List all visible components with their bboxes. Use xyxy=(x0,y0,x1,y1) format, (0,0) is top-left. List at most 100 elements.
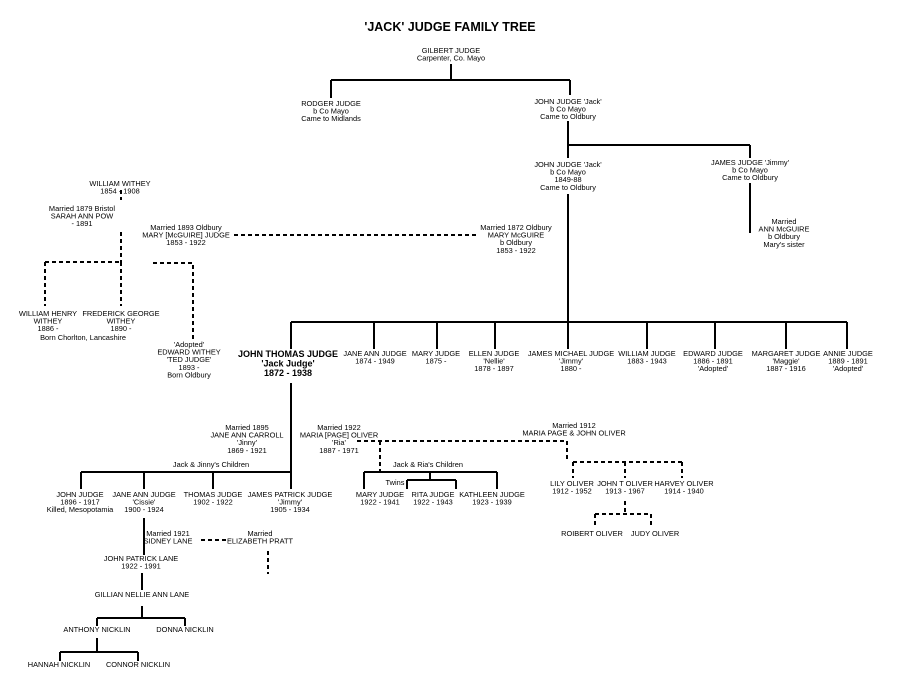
label-line: RODGER JUDGE xyxy=(301,99,361,108)
label-line: ANNIE JUDGE xyxy=(823,349,873,358)
label-line: JOHN THOMAS JUDGE xyxy=(238,349,338,359)
label-line: WILLIAM WITHEY xyxy=(89,179,150,188)
person-margaret: MARGARET JUDGE'Maggie'1887 - 1916 xyxy=(752,349,821,373)
label-line: 1893 - xyxy=(179,363,200,372)
label-line: Carpenter, Co. Mayo xyxy=(417,54,485,63)
label-line: 1887 - 1971 xyxy=(319,446,358,455)
label-line: EDWARD WITHEY xyxy=(157,348,220,357)
label-line: 1902 - 1922 xyxy=(193,498,232,507)
label-line: 1886 - xyxy=(38,324,59,333)
person-gillian: GILLIAN NELLIE ANN LANE xyxy=(95,590,190,599)
label-line: JAMES JUDGE 'Jimmy' xyxy=(711,158,790,167)
label-line: 'TED JUDGE' xyxy=(167,355,212,364)
label-line: 'Adopted' xyxy=(833,364,864,373)
person-twins: Twins xyxy=(386,478,405,487)
dashed-connector xyxy=(44,190,122,306)
label-line: WILLIAM JUDGE xyxy=(618,349,676,358)
label-line: 1854 - 1908 xyxy=(100,187,139,196)
label-line: JOHN PATRICK LANE xyxy=(104,554,179,563)
label-line: MARY JUDGE xyxy=(356,490,404,499)
label-line: 1905 - 1934 xyxy=(270,505,309,514)
person-jane-ann-cissie: JANE ANN JUDGE'Cissie'1900 - 1924 xyxy=(112,490,175,514)
label-line: GILLIAN NELLIE ANN LANE xyxy=(95,590,190,599)
label-line: Married 1895 xyxy=(225,423,269,432)
label-line: THOMAS JUDGE xyxy=(184,490,243,499)
label-line: SIDNEY LANE xyxy=(144,537,193,546)
label-line: 1912 - 1952 xyxy=(552,487,591,496)
label-line: 'Adopted' xyxy=(698,364,729,373)
label-line: KATHLEEN JUDGE xyxy=(459,490,525,499)
label-line: HARVEY OLIVER xyxy=(654,479,713,488)
person-judy: JUDY OLIVER xyxy=(631,529,679,538)
label-line: Married 1922 xyxy=(317,423,361,432)
label-line: FREDERICK GEORGE xyxy=(82,309,159,318)
label-line: 1853 - 1922 xyxy=(166,238,205,247)
connector xyxy=(96,606,186,626)
label-line: MARIA PAGE & JOHN OLIVER xyxy=(522,429,625,438)
label-line: JOHN JUDGE xyxy=(56,490,103,499)
label-line: 1900 - 1924 xyxy=(124,505,163,514)
label-line: Married 1879 Bristol xyxy=(49,204,115,213)
label-line: WILLIAM HENRY xyxy=(19,309,77,318)
connector xyxy=(290,321,848,349)
label-line: GILBERT JUDGE xyxy=(422,46,481,55)
label-line: 1923 - 1939 xyxy=(472,498,511,507)
dashed-connector xyxy=(566,441,683,478)
person-ria-children: Jack & Ria's Children xyxy=(393,460,463,469)
person-edward-withey: 'Adopted'EDWARD WITHEY'TED JUDGE'1893 -B… xyxy=(157,340,220,379)
label-line: ELIZABETH PRATT xyxy=(227,537,293,546)
label-line: Came to Oldbury xyxy=(722,173,778,182)
label-line: Born Oldbury xyxy=(167,370,211,379)
label-line: 'Cissie' xyxy=(133,498,157,507)
label-line: JAMES MICHAEL JUDGE xyxy=(528,349,614,358)
label-line: JANE ANN CARROLL xyxy=(210,431,283,440)
label-line: Married 1921 xyxy=(146,529,190,538)
label-line: 1922 - 1943 xyxy=(413,498,452,507)
label-line: b Oldbury xyxy=(500,238,532,247)
label-line: Married xyxy=(247,529,272,538)
label-line: - 1891 xyxy=(72,219,93,228)
label-line: Mary's sister xyxy=(763,240,805,249)
label-line: JOHN JUDGE 'Jack' xyxy=(534,160,602,169)
label-line: MARGARET JUDGE xyxy=(752,349,821,358)
label-line: Came to Oldbury xyxy=(540,183,596,192)
label-line: MARY JUDGE xyxy=(412,349,460,358)
person-roibert: ROIBERT OLIVER xyxy=(561,529,623,538)
connector-lines xyxy=(59,64,848,661)
label-line: RITA JUDGE xyxy=(412,490,455,499)
label-line: 'Jack Judge' xyxy=(261,359,314,369)
label-line: 1886 - 1891 xyxy=(693,357,732,366)
person-james-michael: JAMES MICHAEL JUDGE'Jimmy'1880 - xyxy=(528,349,614,373)
label-line: 1887 - 1916 xyxy=(766,364,805,373)
label-line: JOHN JUDGE 'Jack' xyxy=(534,97,602,106)
label-line: 1869 - 1921 xyxy=(227,446,266,455)
label-line: ANTHONY NICKLIN xyxy=(63,625,130,634)
label-line: Killed, Mesopotamia xyxy=(47,505,114,514)
label-line: JUDY OLIVER xyxy=(631,529,679,538)
label-line: b Co Mayo xyxy=(550,168,586,177)
label-line: Married 1912 xyxy=(552,421,596,430)
dashed-connector xyxy=(594,501,652,527)
label-line: 1913 - 1967 xyxy=(605,487,644,496)
label-line: WITHEY xyxy=(34,317,63,326)
label-line: 'Adopted' xyxy=(174,340,205,349)
label-line: b Co Mayo xyxy=(550,105,586,114)
label-line: 1878 - 1897 xyxy=(474,364,513,373)
